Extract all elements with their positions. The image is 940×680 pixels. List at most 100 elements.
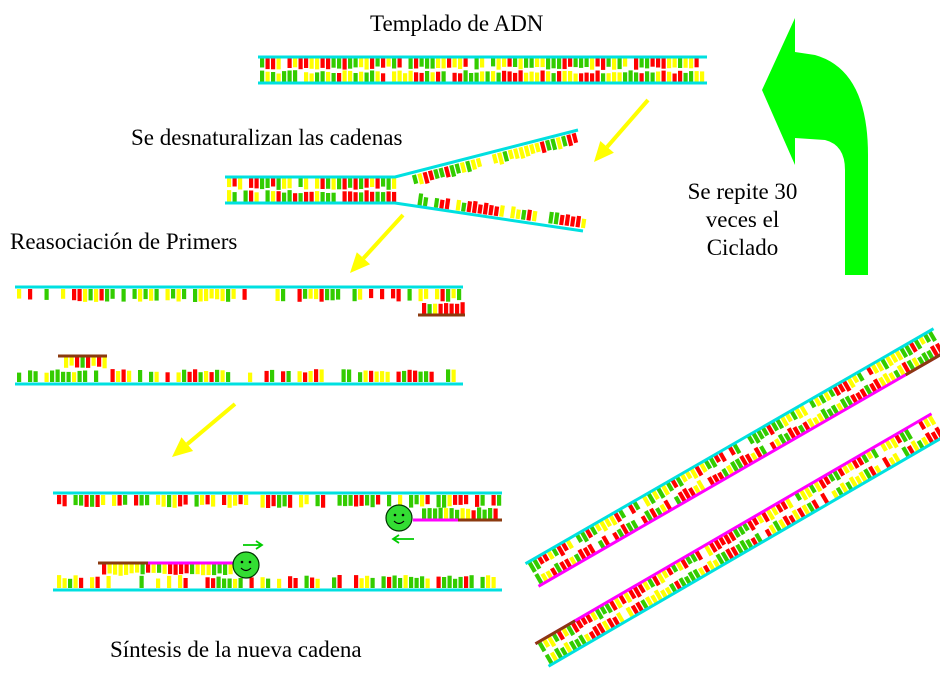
nucleotide-base <box>703 459 713 470</box>
nucleotide-base <box>223 564 228 575</box>
nucleotide-base <box>118 564 123 576</box>
nucleotide-base <box>249 577 254 588</box>
nucleotide-base <box>507 58 512 67</box>
nucleotide-base <box>370 577 375 588</box>
nucleotide-base <box>639 58 644 68</box>
nucleotide-base <box>713 538 723 550</box>
nucleotide-base <box>61 371 66 382</box>
nucleotide-base <box>464 495 469 505</box>
flow-arrow-shaft <box>362 213 405 260</box>
nucleotide-base <box>557 58 562 69</box>
nucleotide-base <box>330 289 335 301</box>
nucleotide-base <box>433 197 440 208</box>
nucleotide-base <box>535 72 540 82</box>
nucleotide-base <box>527 560 537 573</box>
nucleotide-base <box>579 73 584 82</box>
nucleotide-base <box>408 58 413 69</box>
nucleotide-base <box>535 58 540 67</box>
nucleotide-base <box>461 202 467 212</box>
nucleotide-base <box>678 577 688 588</box>
nucleotide-base <box>518 70 523 82</box>
nucleotide-base <box>227 190 232 202</box>
nucleotide-base <box>559 561 568 572</box>
nucleotide-base <box>422 508 427 519</box>
nucleotide-base <box>510 206 516 219</box>
nucleotide-base <box>784 497 794 509</box>
product-duplex-2-primer <box>534 619 576 646</box>
nucleotide-base <box>452 58 457 68</box>
nucleotide-base <box>254 192 259 202</box>
nucleotide-base <box>134 495 139 506</box>
nucleotide-base <box>73 495 78 506</box>
nucleotide-base <box>359 58 364 68</box>
nucleotide-base <box>129 564 134 574</box>
nucleotide-base <box>165 372 170 382</box>
nucleotide-base <box>556 629 565 641</box>
nucleotide-base <box>669 582 678 594</box>
nucleotide-base <box>589 610 599 621</box>
label-annealing: Reasociación de Primers <box>10 229 238 254</box>
nucleotide-base <box>381 178 386 187</box>
nucleotide-base <box>105 289 110 302</box>
nucleotide-base <box>83 289 88 302</box>
nucleotide-base <box>233 578 238 588</box>
nucleotide-base <box>314 369 319 382</box>
nucleotide-base <box>672 73 677 82</box>
nucleotide-base <box>297 289 302 302</box>
nucleotide-base <box>232 192 237 202</box>
nucleotide-base <box>113 564 118 575</box>
polymerase-mouth <box>393 520 405 525</box>
nucleotide-base <box>265 58 270 70</box>
nucleotide-base <box>645 71 650 82</box>
nucleotide-base <box>706 560 716 572</box>
nucleotide-base <box>545 139 552 151</box>
nucleotide-base <box>634 58 639 70</box>
nucleotide-base <box>553 212 560 225</box>
nucleotide-base <box>33 371 38 382</box>
nucleotide-base <box>446 289 451 302</box>
nucleotide-base <box>342 178 347 190</box>
nucleotide-base <box>708 541 718 553</box>
template-top-bases <box>260 58 699 70</box>
nucleotide-base <box>359 495 364 506</box>
nucleotide-base <box>463 70 468 82</box>
nucleotide-base <box>288 495 293 508</box>
nucleotide-base <box>238 577 243 588</box>
nucleotide-base <box>430 72 435 82</box>
nucleotide-base <box>315 178 320 189</box>
nucleotide-base <box>720 551 730 563</box>
label-denature: Se desnaturalizan las cadenas <box>131 125 403 150</box>
nucleotide-base <box>565 624 576 637</box>
nucleotide-base <box>315 495 320 507</box>
nucleotide-base <box>353 192 358 202</box>
nucleotide-base <box>220 370 225 382</box>
nucleotide-base <box>319 289 324 302</box>
nucleotide-base <box>455 509 460 519</box>
nucleotide-base <box>309 73 314 82</box>
nucleotide-base <box>282 495 287 507</box>
nucleotide-base <box>667 71 672 82</box>
nucleotide-base <box>443 166 451 178</box>
nucleotide-base <box>392 178 397 189</box>
nucleotide-base <box>222 578 227 588</box>
flow-arrow-icon-3 <box>172 402 237 457</box>
nucleotide-base <box>146 564 151 573</box>
nucleotide-base <box>816 412 826 424</box>
nucleotide-base <box>161 495 166 507</box>
nucleotide-base <box>162 564 167 574</box>
nucleotide-base <box>320 192 325 202</box>
nucleotide-base <box>645 58 650 69</box>
nucleotide-base <box>540 70 545 82</box>
nucleotide-base <box>518 58 523 70</box>
nucleotide-base <box>466 508 471 519</box>
nucleotide-base <box>369 289 374 299</box>
polymerase-mouth <box>240 567 252 572</box>
nucleotide-base <box>451 369 456 382</box>
nucleotide-base <box>878 376 887 388</box>
nucleotide-base <box>271 58 276 70</box>
nucleotide-base <box>276 191 281 202</box>
nucleotide-base <box>370 178 375 187</box>
fork-lower-arm-bases <box>417 193 587 229</box>
nucleotide-base <box>233 495 238 506</box>
nucleotide-base <box>735 543 745 555</box>
